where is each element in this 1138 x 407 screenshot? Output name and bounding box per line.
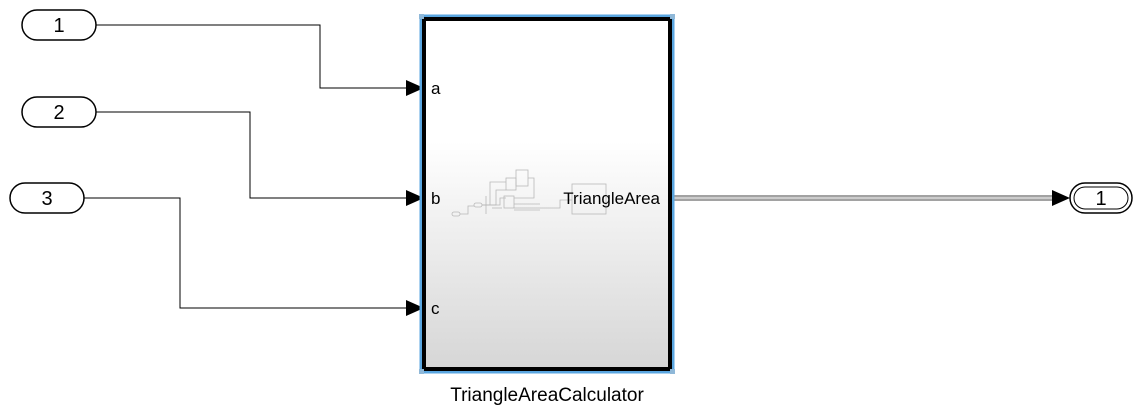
inport-1[interactable]: 1: [21, 9, 97, 41]
outport-1[interactable]: 1: [1069, 182, 1133, 214]
signal-line-inport-1-to-a[interactable]: [96, 24, 408, 89]
arrowhead-c: [406, 300, 424, 316]
subsystem-name[interactable]: TriangleAreaCalculator: [450, 385, 644, 406]
subsystem-contents-thumbnail: [451, 169, 607, 217]
arrowhead-b: [406, 190, 424, 206]
inport-2-number: 2: [53, 102, 64, 124]
arrowhead-a: [406, 80, 424, 96]
subsystem-block[interactable]: a b c TriangleArea: [419, 14, 675, 374]
subsystem-input-label-b: b: [431, 189, 440, 208]
selection-handle-bottom-left[interactable]: [419, 369, 424, 374]
signal-line-inport-2-to-b[interactable]: [96, 111, 408, 199]
outport-1-number: 1: [1095, 188, 1106, 210]
subsystem-output-label: TriangleArea: [563, 189, 660, 208]
subsystem-input-label-a: a: [431, 79, 441, 98]
signal-line-inport-3-to-c[interactable]: [84, 197, 408, 309]
subsystem-body: [422, 17, 672, 371]
subsystem-input-label-c: c: [431, 299, 440, 318]
bus-line-triangle-area-to-outport[interactable]: [670, 195, 1052, 201]
selection-handle-bottom-right[interactable]: [670, 369, 675, 374]
selection-handle-top-left[interactable]: [419, 14, 424, 19]
inport-3[interactable]: 3: [9, 182, 85, 214]
arrowhead-outport: [1052, 190, 1070, 206]
inport-3-number: 3: [41, 188, 52, 210]
selection-border: [419, 14, 675, 374]
inport-1-number: 1: [53, 15, 64, 37]
inport-2[interactable]: 2: [21, 96, 97, 128]
selection-handle-top-right[interactable]: [670, 14, 675, 19]
